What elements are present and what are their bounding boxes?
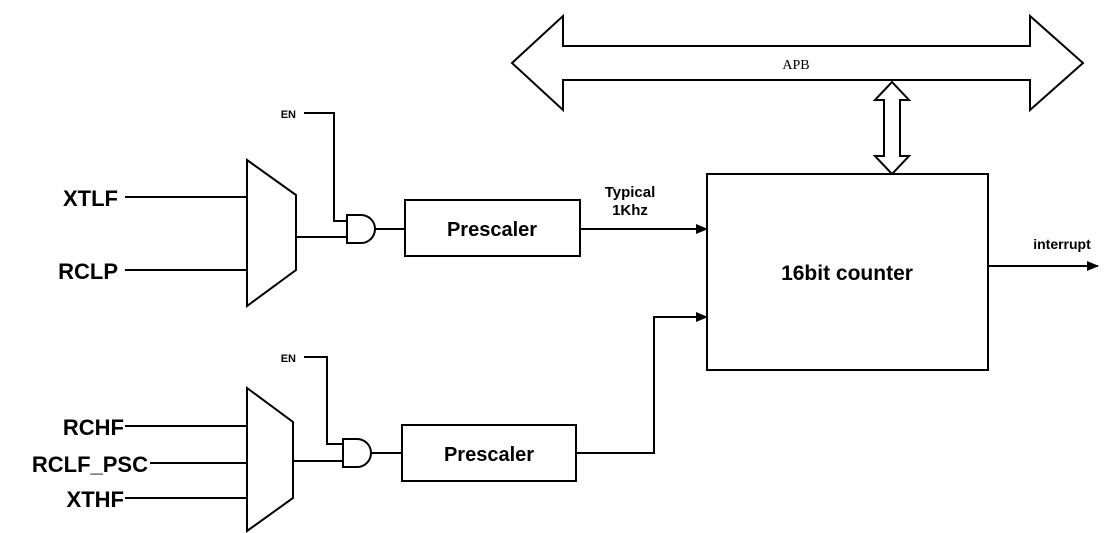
top-prescaler-label: Prescaler [447, 219, 537, 241]
bottom-en-label: EN [281, 353, 296, 365]
apb-bus-arrow [510, 13, 1085, 113]
bottom-prescaler-label: Prescaler [444, 444, 534, 466]
bottom-prescaler-to-counter-arrow [576, 312, 708, 454]
bus-to-counter-arrow [872, 80, 912, 176]
typical-label: Typical [605, 184, 656, 201]
bottom-en-wire [304, 356, 343, 445]
input-label-xtlf: XTLF [63, 186, 118, 211]
counter-box [706, 173, 989, 371]
top-and-gate [346, 214, 376, 244]
apb-bus-label: APB [782, 58, 809, 73]
bottom-and-gate [342, 438, 372, 468]
top-mux [246, 158, 297, 308]
input-label-rchf: RCHF [63, 415, 124, 440]
input-label-rclf-psc: RCLF_PSC [32, 452, 148, 477]
input-label-rclp: RCLP [58, 259, 118, 284]
interrupt-label: interrupt [1033, 236, 1091, 252]
top-en-wire [304, 112, 347, 222]
counter-label: 16bit counter [781, 262, 913, 285]
frequency-label: 1Khz [612, 202, 648, 219]
top-prescaler-box [404, 199, 581, 257]
bottom-mux [246, 386, 294, 533]
top-en-label: EN [281, 109, 296, 121]
input-label-xthf: XTHF [67, 487, 124, 512]
